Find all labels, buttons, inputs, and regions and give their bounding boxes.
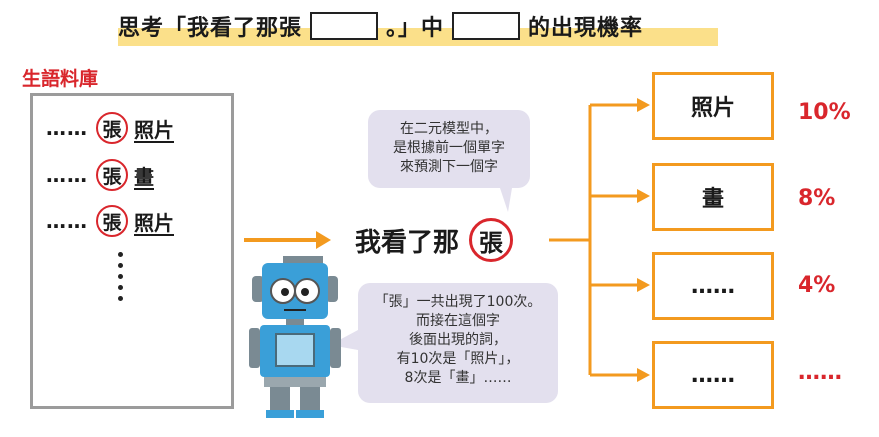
bubble-line: 有10次是「照片」， (396, 351, 520, 367)
speech-bubble-counts: 「張」一共出現了100次。 而接在這個字 後面出現的詞， 有10次是「照片」， … (358, 283, 558, 403)
candidate-probability: 8% (798, 186, 836, 211)
bubble-top-tail (500, 188, 512, 212)
input-sentence: 我看了那 張 (355, 218, 514, 262)
corpus-dots: …… (46, 163, 88, 187)
bubble-line: 來預測下一個字 (400, 159, 498, 175)
corpus-line: …… 張 畫 (46, 159, 154, 191)
bubble-line: 在二元模型中， (400, 121, 498, 137)
title-part1: 思考「我看了那張 (118, 16, 303, 41)
corpus-word: 畫 (134, 164, 154, 189)
corpus-word: 照片 (134, 210, 174, 235)
robot-icon (249, 256, 341, 418)
sentence-prefix: 我看了那 (355, 227, 460, 258)
flow-arrow-head (316, 231, 331, 249)
sentence-circled-char: 張 (469, 218, 514, 262)
circled-char: 張 (96, 159, 128, 191)
corpus-label: 生語料庫 (22, 68, 99, 90)
candidate-probability: 4% (798, 273, 836, 298)
corpus-word: 照片 (134, 117, 174, 142)
candidate-box: …… (652, 341, 774, 409)
corpus-box (30, 93, 234, 409)
corpus-line: …… 張 照片 (46, 112, 174, 144)
circled-char: 張 (96, 205, 128, 237)
vertical-ellipsis (118, 252, 124, 307)
bubble-line: 「張」一共出現了100次。 (374, 294, 542, 310)
speech-bubble-bigram: 在二元模型中， 是根據前一個單字 來預測下一個字 (368, 110, 530, 188)
corpus-dots: …… (46, 209, 88, 233)
bubble-line: 後面出現的詞， (409, 332, 507, 348)
title-blank-2 (452, 12, 521, 40)
title-part2: 。」中 (386, 16, 445, 41)
title-blank-1 (310, 12, 379, 40)
candidate-box: …… (652, 252, 774, 320)
circled-char: 張 (96, 112, 128, 144)
title-highlight (118, 28, 718, 46)
candidate-box: 畫 (652, 163, 774, 231)
bubble-line: 是根據前一個單字 (393, 140, 505, 156)
corpus-dots: …… (46, 116, 88, 140)
corpus-line: …… 張 照片 (46, 205, 174, 237)
candidate-probability: 10% (798, 100, 851, 125)
candidate-probability: …… (798, 360, 842, 385)
candidate-box: 照片 (652, 72, 774, 140)
title-part3: 的出現機率 (528, 16, 644, 41)
diagram-title: 思考「我看了那張 。」中 的出現機率 (118, 6, 718, 46)
branch-arrows (590, 98, 650, 382)
bubble-line: 8次是「畫」…… (404, 370, 512, 386)
bubble-line: 而接在這個字 (416, 313, 500, 329)
